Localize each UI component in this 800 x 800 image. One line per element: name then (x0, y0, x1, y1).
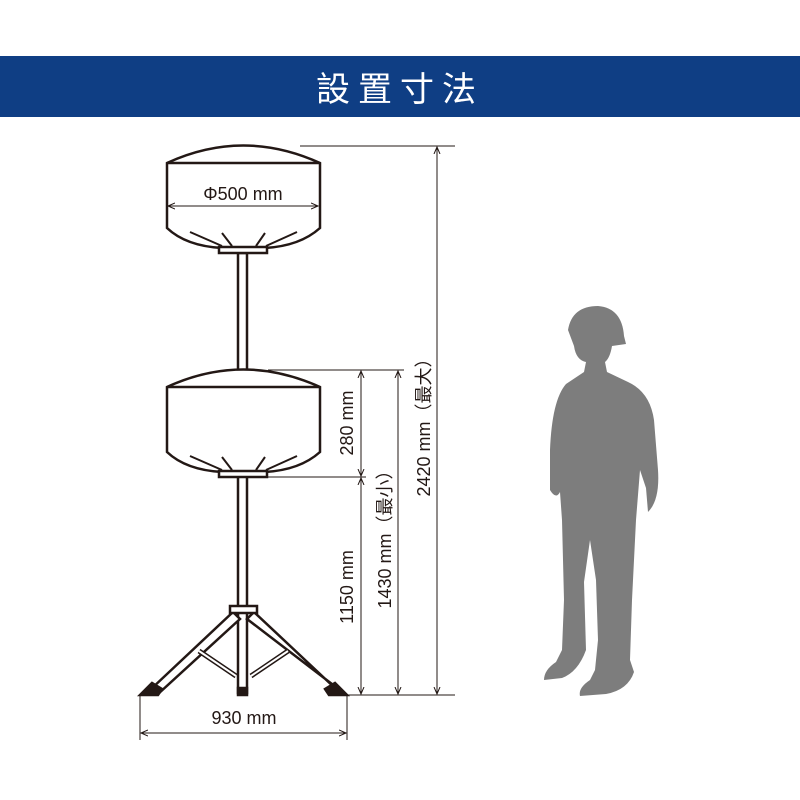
lantern-height-label: 280 mm (337, 390, 357, 455)
base-width-label: 930 mm (211, 708, 276, 728)
max-height-label: 2420 mm（最大） (414, 349, 434, 496)
header-banner: 設置寸法 (0, 56, 800, 117)
page-title: 設置寸法 (316, 70, 484, 110)
tripod (136, 604, 351, 697)
balloon-light-stand (136, 144, 351, 697)
lower-lantern (165, 368, 322, 479)
person-silhouette (544, 306, 659, 696)
diameter-label: Φ500 mm (203, 184, 282, 204)
dimension-lines (139, 145, 455, 740)
min-height-label: 1430 mm（最小） (375, 461, 395, 608)
upper-lantern (165, 144, 322, 255)
lower-height-label: 1150 mm (337, 550, 357, 624)
